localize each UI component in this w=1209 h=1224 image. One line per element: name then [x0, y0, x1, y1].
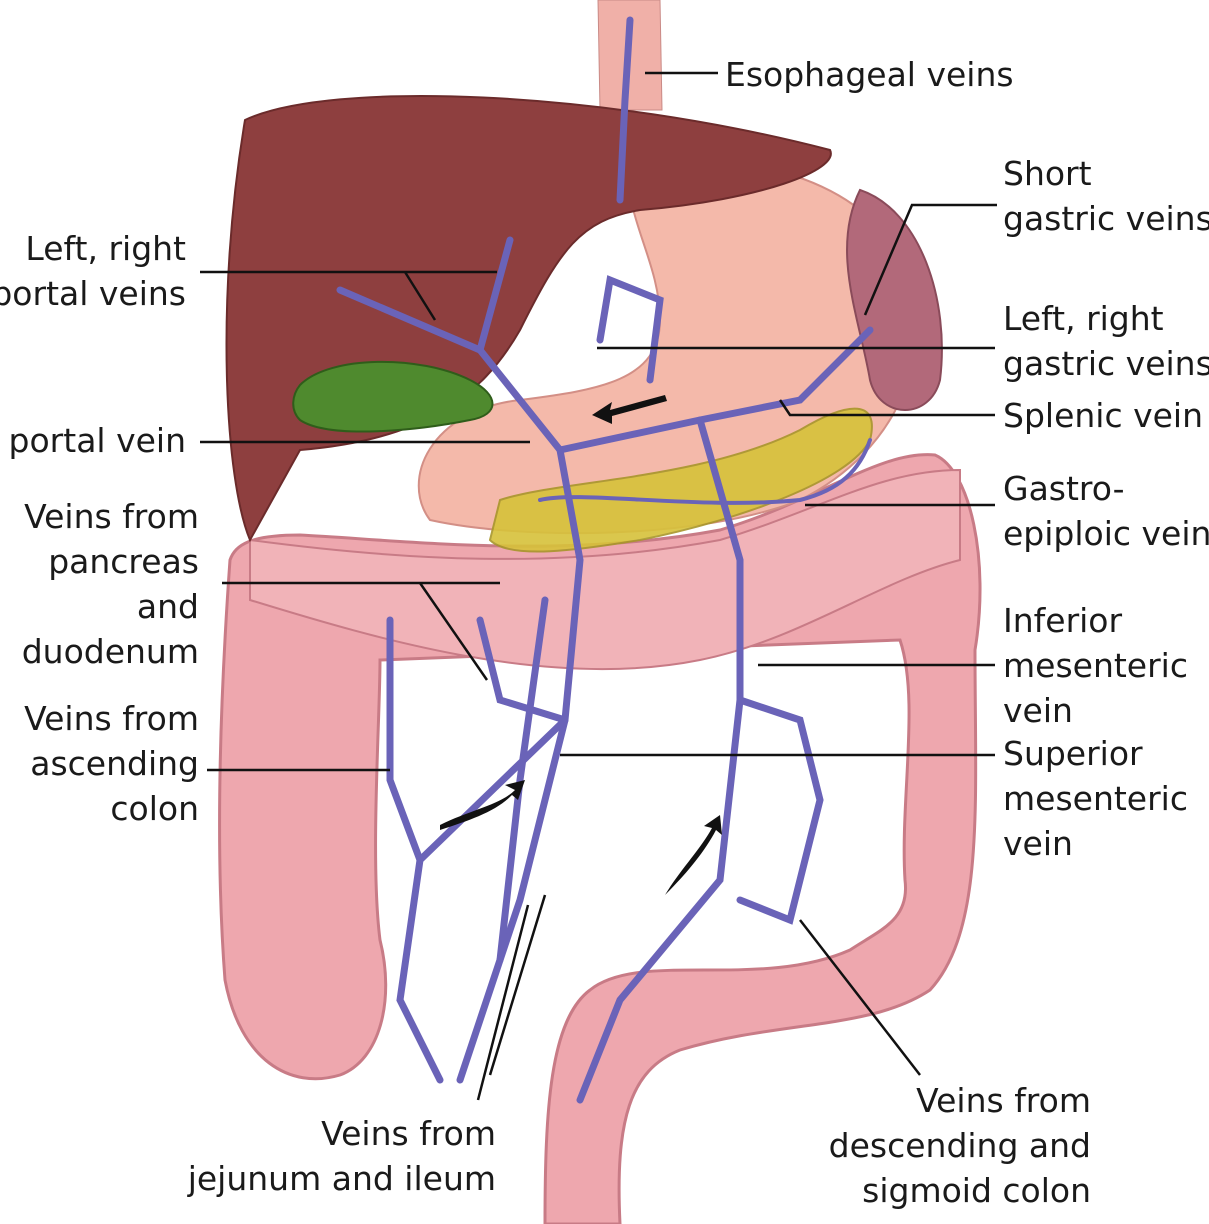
label-line: vein: [1003, 691, 1073, 730]
label-line: gastric veins: [1003, 199, 1209, 238]
label-gastric-veins: Left, right gastric veins: [1003, 296, 1209, 386]
label-line: Veins from: [24, 699, 199, 738]
gallbladder: [292, 360, 494, 433]
label-descending-sigmoid-veins: Veins from descending and sigmoid colon: [829, 1078, 1091, 1213]
label-line: Short: [1003, 154, 1092, 193]
label-gastroepiploic-vein: Gastro-epiploic vein: [1003, 466, 1209, 556]
label-line: mesenteric: [1003, 779, 1188, 818]
label-line: Splenic vein: [1003, 396, 1203, 435]
colon: [218, 453, 982, 1224]
flow-arrows: [440, 395, 722, 895]
leader-lines: [200, 71, 997, 1101]
label-line: jejunum and ileum: [187, 1159, 496, 1198]
label-line: Superior: [1003, 734, 1143, 773]
label-line: Veins from: [916, 1081, 1091, 1120]
label-line: Left, right: [25, 229, 186, 268]
label-splenic-vein: Splenic vein: [1003, 393, 1203, 438]
label-line: epiploic vein: [1003, 514, 1209, 553]
label-superior-mesenteric-vein: Superior mesenteric vein: [1003, 731, 1188, 866]
label-inferior-mesenteric-vein: Inferior mesenteric vein: [1003, 598, 1188, 733]
label-line: Esophageal veins: [725, 55, 1014, 94]
label-line: descending and: [828, 1126, 1091, 1165]
label-portal-vein: portal vein: [9, 418, 186, 463]
label-line: sigmoid colon: [862, 1171, 1091, 1210]
label-pancreas-duodenum-veins: Veins from pancreas and duodenum: [22, 494, 199, 674]
label-line: ascending: [30, 744, 199, 783]
label-line: pancreas: [48, 542, 199, 581]
label-line: mesenteric: [1003, 646, 1188, 685]
label-portal-branches: Left, right portal veins: [0, 226, 186, 316]
label-line: colon: [110, 789, 199, 828]
label-line: vein: [1003, 824, 1073, 863]
label-line: Veins from: [24, 497, 199, 536]
label-line: duodenum: [21, 632, 199, 671]
label-line: gastric veins: [1003, 344, 1209, 383]
transverse-colon: [249, 468, 961, 671]
label-line: portal vein: [8, 421, 186, 460]
label-short-gastric-veins: Short gastric veins: [1003, 151, 1209, 241]
label-line: and: [136, 587, 199, 626]
label-line: portal veins: [0, 274, 186, 313]
label-jejunum-ileum-veins: Veins from jejunum and ileum: [188, 1111, 496, 1201]
spleen: [846, 188, 943, 411]
label-ascending-colon-veins: Veins from ascending colon: [24, 696, 199, 831]
label-line: Left, right: [1003, 299, 1164, 338]
label-line: Gastro-: [1003, 469, 1125, 508]
label-esophageal-veins: Esophageal veins: [725, 52, 1014, 97]
label-line: Inferior: [1003, 601, 1123, 640]
veins: [336, 16, 874, 1104]
label-line: Veins from: [321, 1114, 496, 1153]
